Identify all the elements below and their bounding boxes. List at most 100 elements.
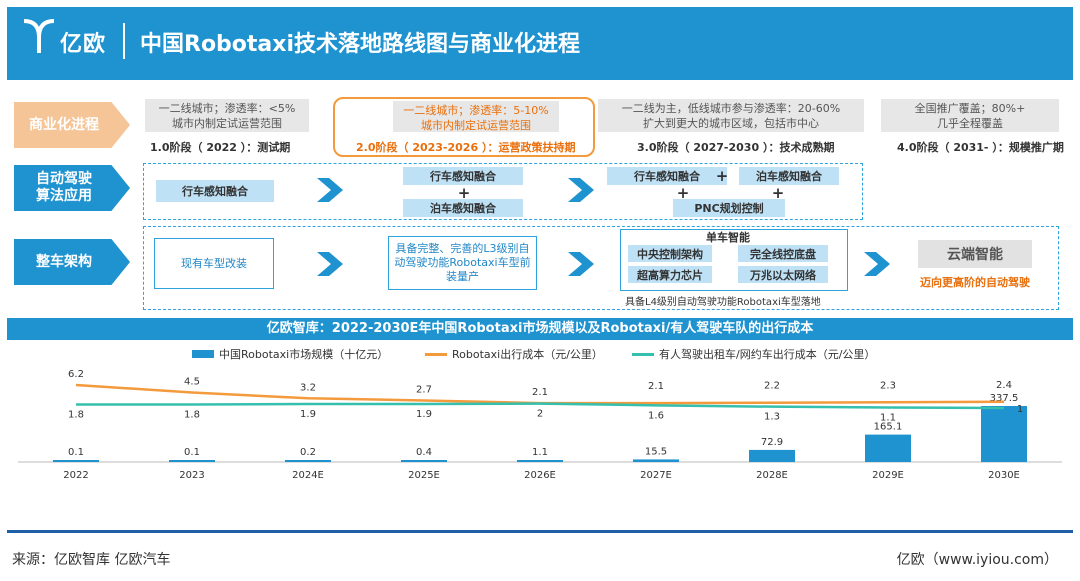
robotaxi-cost-label: 2.2 — [764, 381, 780, 392]
bar-market — [53, 460, 99, 462]
human-cost-label: 2 — [537, 409, 543, 420]
legend-swatch-teal — [632, 352, 654, 356]
bar-market — [401, 460, 447, 462]
algo-s3-chip-b: 泊车感知融合 — [739, 167, 839, 185]
vehicle-s1-box: 现有车型改装 — [154, 238, 274, 289]
legend-item-robotaxi-cost: Robotaxi出行成本（元/公里） — [425, 346, 603, 362]
bar-market — [865, 434, 911, 462]
site-note: 亿欧（www.iyiou.com） — [896, 552, 1058, 568]
robotaxi-cost-label: 3.2 — [300, 382, 316, 393]
legend-item-human-cost: 有人驾驶出租车/网约车出行成本（元/公里） — [632, 346, 875, 362]
bar-market — [517, 460, 563, 462]
bar-value-label: 15.5 — [645, 446, 667, 457]
page-title: 中国Robotaxi技术落地路线图与商业化进程 — [140, 32, 581, 57]
robotaxi-cost-label: 2.1 — [532, 387, 548, 398]
vehicle-s4-subtitle: 迈向更高阶的自动驾驶 — [920, 276, 1030, 289]
legend-label-human-cost: 有人驾驶出租车/网约车出行成本（元/公里） — [659, 348, 876, 361]
human-cost-label: 1.3 — [764, 412, 780, 423]
row-label-vehicle: 整车架构 — [14, 239, 130, 285]
stage-3-box: 一二线为主，低线城市参与渗透率：20-60% 扩大到更大的城市区域，包括市中心 — [598, 99, 864, 132]
legend-swatch-orange — [425, 352, 447, 356]
stage-4-title: 4.0阶段（ 2031- ）：规模推广期 — [897, 141, 1064, 154]
stage-1-title: 1.0阶段（ 2022 ）：测试期 — [150, 141, 291, 154]
algo-s1-chip: 行车感知融合 — [156, 180, 274, 202]
row-label-commercial: 商业化进程 — [14, 102, 130, 148]
source-note: 来源：亿欧智库 亿欧汽车 — [12, 552, 171, 568]
robotaxi-cost-label: 2.4 — [996, 380, 1012, 391]
algo-s3-chip-c: PNC规划控制 — [673, 199, 785, 217]
bar-value-label: 0.1 — [68, 447, 84, 458]
stage-4-line2: 几乎全程覆盖 — [937, 117, 1003, 130]
stage-2-line2: 城市内制定试运营范围 — [421, 119, 531, 132]
human-cost-label: 1.8 — [68, 409, 84, 420]
vehicle-s3-note: 具备L4级别自动驾驶功能Robotaxi车型落地 — [625, 297, 821, 308]
header-divider — [123, 23, 125, 59]
bar-value-label: 337.5 — [990, 393, 1019, 404]
x-tick-label: 2026E — [524, 470, 556, 481]
robotaxi-cost-label: 2.7 — [416, 384, 432, 395]
algo-s2-chip-a: 行车感知融合 — [403, 167, 523, 185]
chart-plot: 0.1 2022 0.1 2023 0.2 2024E 0.4 2025E 1.1 2026E 15… — [18, 369, 1062, 481]
vehicle-s3-chip-1: 中央控制架构 — [628, 245, 712, 262]
x-tick-label: 2027E — [640, 470, 672, 481]
human-cost-label: 1 — [1017, 404, 1023, 415]
legend-label-robotaxi-cost: Robotaxi出行成本（元/公里） — [452, 348, 603, 361]
legend-label-market: 中国Robotaxi市场规模（十亿元） — [219, 348, 389, 361]
stage-1-line2: 城市内制定试运营范围 — [172, 117, 282, 130]
stage-2-line1: 一二线城市；渗透率：5-10% — [403, 104, 549, 117]
stage-2-inner: 一二线城市；渗透率：5-10% 城市内制定试运营范围 — [393, 101, 559, 132]
x-tick-label: 2023 — [179, 470, 204, 481]
legend-item-market: 中国Robotaxi市场规模（十亿元） — [192, 346, 388, 362]
x-tick-label: 2030E — [988, 470, 1020, 481]
stage-4-box: 全国推广覆盖；80%+ 几乎全程覆盖 — [881, 99, 1059, 132]
arrow-right-icon — [864, 252, 890, 276]
footer-rule — [7, 530, 1073, 533]
arrow-right-icon — [317, 178, 343, 202]
header-banner — [7, 7, 1073, 80]
algo-s3-plus-2: + — [676, 184, 690, 202]
arrow-right-icon — [568, 178, 594, 202]
bar-value-label: 0.1 — [184, 447, 200, 458]
algorithm-frame — [143, 163, 863, 220]
bar-value-label: 0.4 — [416, 447, 432, 458]
algo-s2-chip-b: 泊车感知融合 — [403, 199, 523, 217]
bar-market — [981, 406, 1027, 462]
human-cost-label: 1.8 — [184, 409, 200, 420]
chart-title: 亿欧智库：2022-2030E年中国Robotaxi市场规模以及Robotaxi… — [7, 318, 1073, 340]
human-cost-label: 1.6 — [648, 410, 664, 421]
vehicle-s4-title: 云端智能 — [918, 240, 1032, 268]
bar-value-label: 0.2 — [300, 447, 316, 458]
algo-s3-plus-1: + — [715, 167, 729, 185]
robotaxi-cost-label: 2.3 — [880, 380, 896, 391]
vehicle-s3-chip-4: 万兆以太网络 — [738, 266, 828, 283]
x-tick-label: 2025E — [408, 470, 440, 481]
x-tick-label: 2024E — [292, 470, 324, 481]
arrow-right-icon — [317, 252, 343, 276]
bar-value-label: 1.1 — [532, 447, 548, 458]
stage-3-line2: 扩大到更大的城市区域，包括市中心 — [643, 117, 819, 130]
row-label-algorithm: 自动驾驶 算法应用 — [14, 165, 130, 211]
brand-name: 亿欧 — [60, 32, 107, 57]
vehicle-s2-box: 具备完整、完善的L3级别自动驾驶功能Robotaxi车型前装量产 — [388, 236, 537, 290]
vehicle-frame — [143, 226, 1059, 310]
stage-1-box: 一二线城市；渗透率：<5% 城市内制定试运营范围 — [145, 99, 309, 132]
yiou-logo-icon — [23, 19, 55, 53]
algo-s3-plus-3: + — [771, 184, 785, 202]
bar-market — [633, 459, 679, 462]
stage-1-line1: 一二线城市；渗透率：<5% — [158, 102, 296, 115]
human-cost-label: 1.9 — [416, 409, 432, 420]
bar-value-label: 72.9 — [761, 437, 783, 448]
robotaxi-cost-label: 2.1 — [648, 381, 664, 392]
stage-2-title: 2.0阶段（ 2023-2026 ）：运营政策扶持期 — [356, 141, 576, 154]
stage-4-line1: 全国推广覆盖；80%+ — [914, 102, 1026, 115]
stage-3-title: 3.0阶段（ 2027-2030 ）：技术成熟期 — [637, 141, 835, 154]
algo-s2-plus: + — [457, 184, 471, 202]
legend-swatch-bar — [192, 350, 214, 358]
x-tick-label: 2029E — [872, 470, 904, 481]
x-tick-label: 2022 — [63, 470, 88, 481]
bar-market — [749, 449, 795, 462]
vehicle-s3-chip-3: 超高算力芯片 — [628, 266, 712, 283]
x-tick-label: 2028E — [756, 470, 788, 481]
algo-s3-chip-a: 行车感知融合 — [607, 167, 727, 185]
bar-market — [169, 460, 215, 462]
